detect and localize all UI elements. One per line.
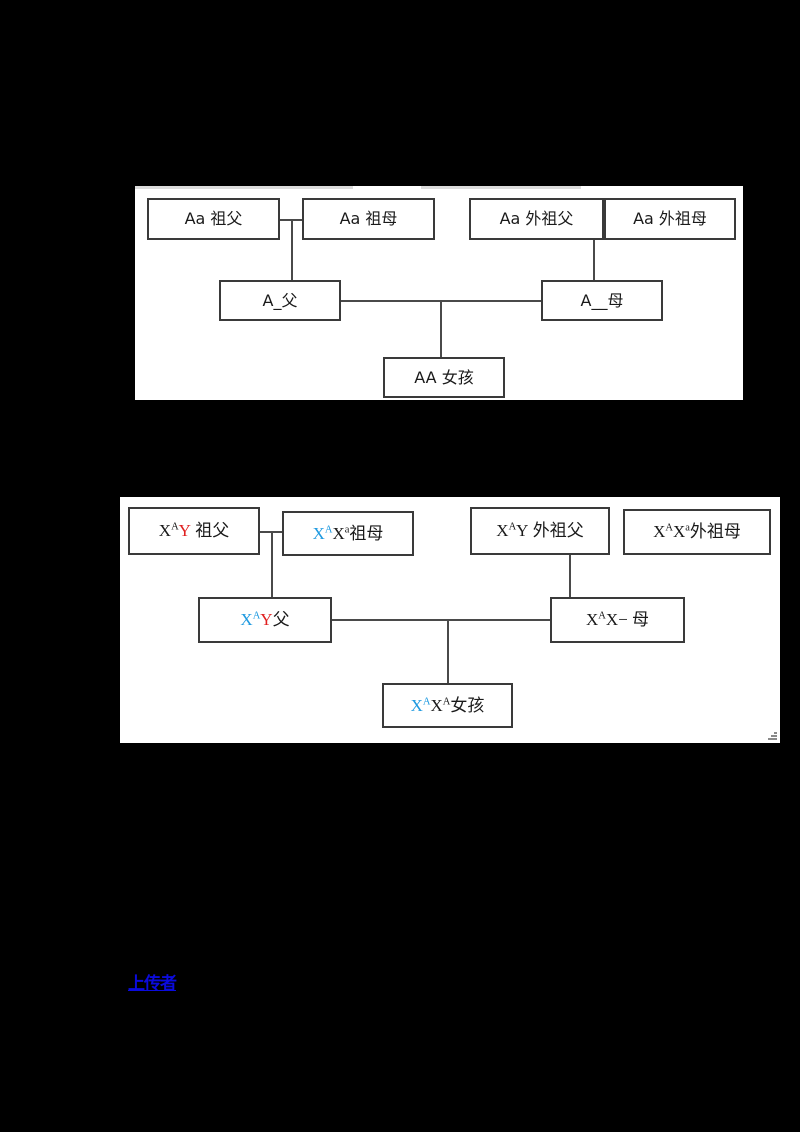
node-father[interactable]: A_父 <box>219 280 341 321</box>
autosomal-pedigree-panel: Aa 祖父 Aa 祖母 Aa 外祖父 Aa 外祖母 A_父 A__母 AA 女孩 <box>135 186 743 400</box>
uploader-link[interactable]: 上传者 <box>128 974 177 994</box>
node-paternal-grandfather[interactable]: XAY 祖父 <box>128 507 260 555</box>
node-label: AA 女孩 <box>414 367 474 387</box>
node-maternal-grandmother[interactable]: XAXa外祖母 <box>623 509 771 555</box>
panel-watermark <box>143 286 147 298</box>
node-label: Aa 祖父 <box>184 209 243 228</box>
node-label: Aa 祖母 <box>339 209 398 228</box>
node-maternal-grandfather[interactable]: XAY 外祖父 <box>470 507 610 555</box>
node-relation: 祖父 <box>195 521 230 541</box>
node-relation: 母 <box>632 610 649 630</box>
node-maternal-grandmother[interactable]: Aa 外祖母 <box>604 198 736 240</box>
resize-grip-line <box>768 738 777 740</box>
connector-maternal-drop <box>593 219 595 300</box>
scan-artifact-strip <box>135 186 353 189</box>
node-label: A_父 <box>262 290 298 310</box>
node-relation: 祖母 <box>349 523 384 544</box>
node-paternal-grandfather[interactable]: Aa 祖父 <box>147 198 280 240</box>
node-mother[interactable]: XAX− 母 <box>550 597 685 643</box>
node-genotype: XAXa祖母 <box>312 523 384 544</box>
node-relation: 外祖母 <box>689 522 741 542</box>
node-paternal-grandmother[interactable]: Aa 祖母 <box>302 198 435 240</box>
node-genotype: XAX− 母 <box>585 610 649 630</box>
connector-paternal-drop <box>271 531 273 601</box>
resize-grip-line <box>774 732 777 734</box>
connector-child-drop <box>440 300 442 378</box>
node-label: Aa 外祖母 <box>633 209 707 228</box>
node-genotype: XAXA女孩 <box>410 695 485 716</box>
panel-watermark <box>126 613 130 625</box>
node-daughter[interactable]: AA 女孩 <box>383 357 505 398</box>
x-linked-pedigree-panel: XAY 祖父 XAXa祖母 XAY 外祖父 XAXa外祖母 XAY父 XAX− … <box>120 497 780 743</box>
connector-maternal-drop <box>569 531 571 601</box>
node-father[interactable]: XAY父 <box>198 597 332 643</box>
connector-parents-marriage <box>320 619 550 621</box>
connector-paternal-drop <box>291 219 293 300</box>
node-daughter[interactable]: XAXA女孩 <box>382 683 513 728</box>
node-genotype: XAXa外祖母 <box>653 522 741 542</box>
panel-resize-handle[interactable] <box>767 730 777 740</box>
node-relation: 外祖父 <box>532 521 584 541</box>
resize-grip-line <box>771 735 777 737</box>
node-label: Aa 外祖父 <box>499 209 574 228</box>
node-label: A__母 <box>580 290 624 310</box>
node-genotype: XAY父 <box>240 610 290 630</box>
node-relation: 女孩 <box>450 695 485 716</box>
node-paternal-grandmother[interactable]: XAXa祖母 <box>282 511 414 556</box>
scan-artifact-strip <box>421 186 581 189</box>
node-mother[interactable]: A__母 <box>541 280 663 321</box>
connector-child-drop <box>447 619 449 685</box>
node-maternal-grandfather[interactable]: Aa 外祖父 <box>469 198 604 240</box>
node-relation: 父 <box>272 610 290 630</box>
node-genotype: XAY 外祖父 <box>496 521 584 541</box>
node-genotype: XAY 祖父 <box>158 521 230 541</box>
